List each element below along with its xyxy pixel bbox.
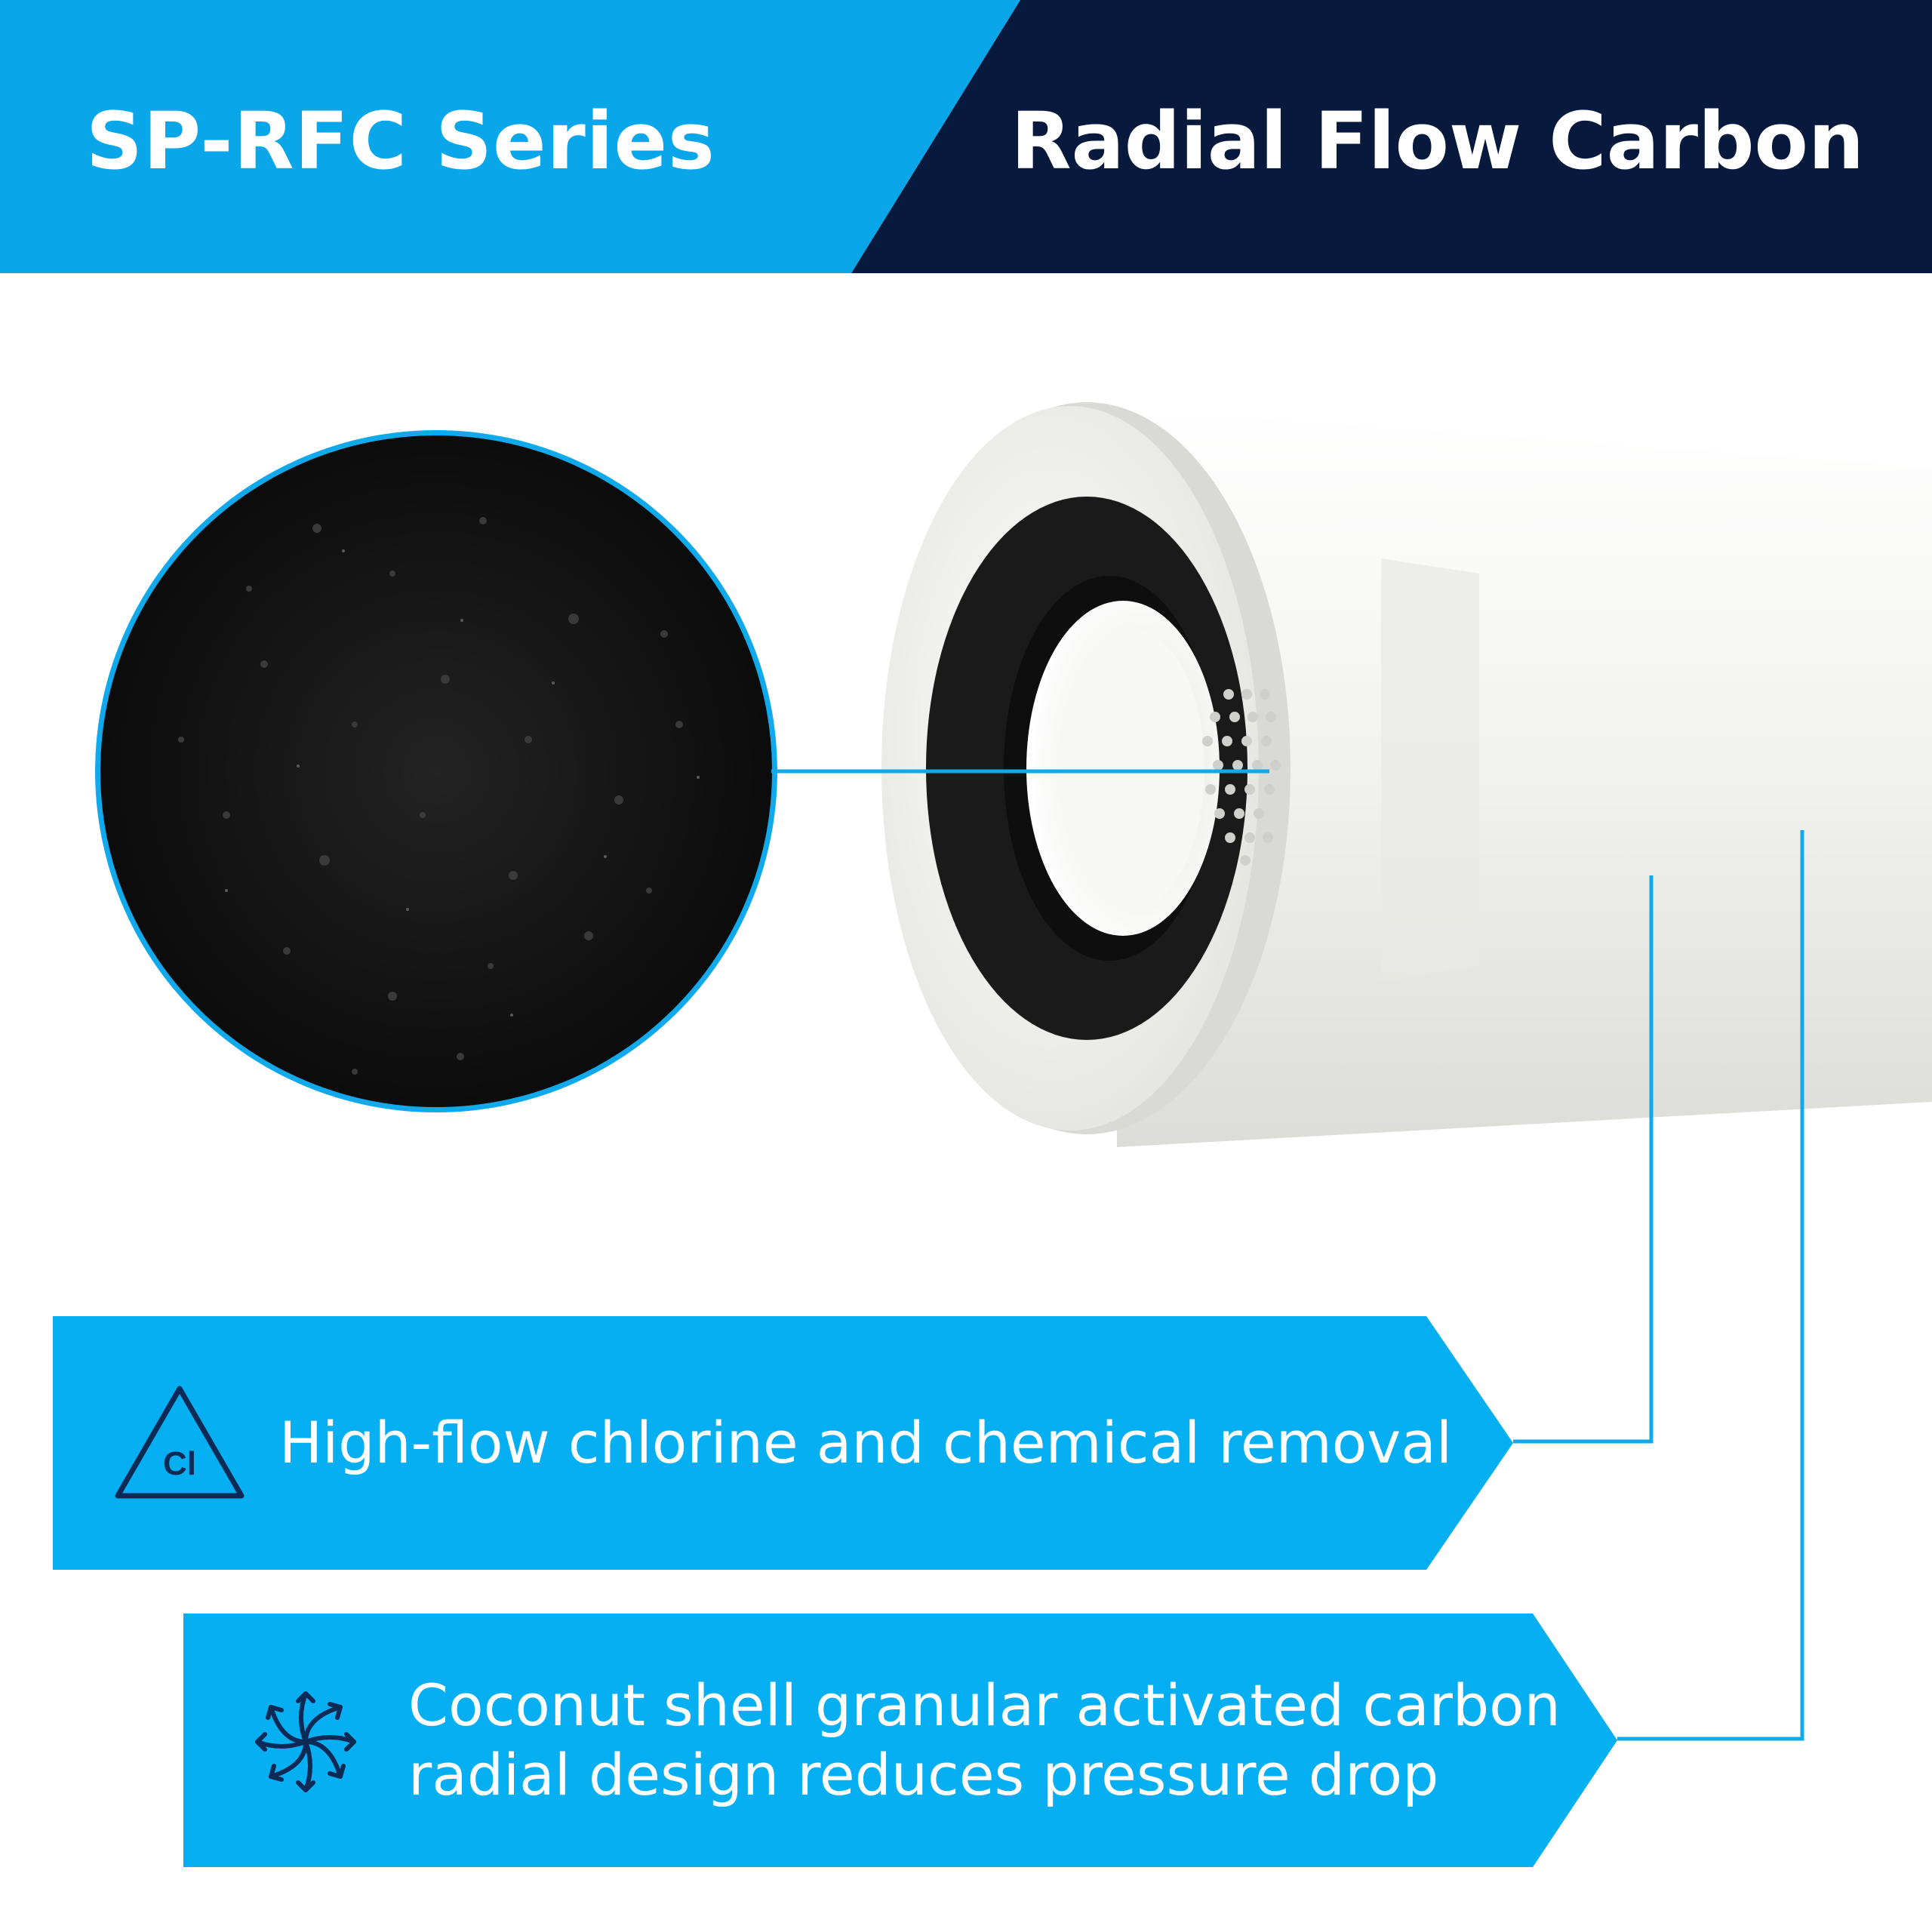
chlorine-symbol: Cl <box>163 1445 196 1482</box>
header-banner: SP-RFC Series Radial Flow Carbon <box>0 0 1932 273</box>
chlorine-triangle-icon: Cl <box>115 1386 245 1499</box>
banner-left-panel <box>0 0 1020 273</box>
feature-text-radial-line-1: Coconut shell granular activated carbon <box>408 1672 1561 1739</box>
feature-callout-radial: Coconut shell granular activated carbon … <box>183 1614 1617 1867</box>
feature-text-radial-line-2: radial design reduces pressure drop <box>408 1741 1439 1808</box>
feature2-leader-line <box>1617 830 1804 1741</box>
feature-callout-chlorine: Cl High-flow chlorine and chemical remov… <box>53 1316 1513 1570</box>
banner-right-panel <box>851 0 1932 273</box>
leader-lines <box>771 769 1804 1741</box>
product-title: Radial Flow Carbon <box>1011 95 1864 187</box>
carbon-granules <box>178 517 683 1075</box>
feature1-leader-line <box>1513 875 1654 1444</box>
feature-text-radial: Coconut shell granular activated carbon … <box>408 1671 1561 1810</box>
radial-flow-arrows-icon <box>255 1691 356 1792</box>
carbon-closeup <box>95 430 777 1112</box>
filter-cartridge <box>881 402 1932 1147</box>
feature-text-chlorine: High-flow chlorine and chemical removal <box>279 1409 1452 1476</box>
series-title: SP-RFC Series <box>86 95 715 187</box>
product-illustration <box>95 402 1932 1741</box>
core-perforations <box>1202 689 1281 866</box>
